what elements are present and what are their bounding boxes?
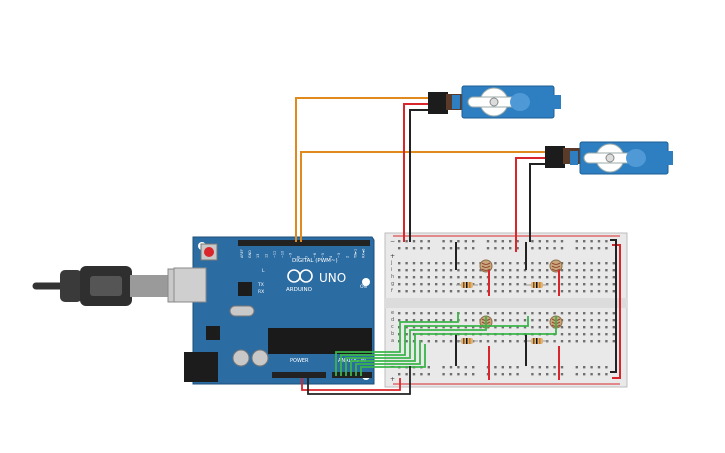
row-letter: j — [390, 260, 392, 266]
digital-pin-label: ~11 — [272, 251, 276, 258]
digital-pin-label: TX►1 — [353, 249, 357, 259]
row-letter: h — [391, 274, 394, 280]
model-label: UNO — [319, 271, 346, 285]
photoresistor — [549, 259, 563, 273]
led-label-rx: RX — [258, 289, 264, 295]
row-letter: e — [391, 310, 394, 316]
row-letter: d — [391, 317, 394, 323]
digital-pin-label: ~6 — [313, 253, 317, 258]
led-label-tx: TX — [257, 282, 264, 288]
row-letter: a — [391, 338, 394, 344]
digital-pin-label: AREF — [240, 249, 244, 258]
row-letter: i — [391, 267, 392, 273]
digital-pin-label: 7 — [305, 256, 309, 258]
digital-header — [238, 240, 370, 246]
digital-pin-label: RX◄0 — [362, 249, 366, 258]
digital-pin-label: ~5 — [321, 253, 325, 258]
digital-pin-label: ~3 — [337, 253, 341, 258]
digital-pin-label: 4 — [329, 256, 333, 258]
breadboard-jumpers — [455, 239, 621, 380]
resistors — [456, 282, 548, 344]
servo-right[interactable] — [545, 141, 673, 175]
on-label: ON — [360, 284, 367, 290]
row-letter: c — [391, 324, 394, 330]
digital-pin-label: GND — [248, 250, 252, 258]
led-label-l: L — [262, 268, 265, 274]
atmega-chip — [268, 328, 372, 354]
servo-wires — [295, 97, 545, 242]
analog-wires — [335, 312, 557, 376]
minus-label-top: − — [390, 238, 395, 245]
resistor — [456, 338, 478, 344]
digital-pin-label: 13 — [256, 254, 260, 258]
arduino-board[interactable]: DIGITAL (PWM~) UNO ARDUINO POWER ANALOG … — [173, 236, 375, 385]
servo-top[interactable] — [428, 85, 561, 119]
digital-pin-label: 12 — [264, 254, 268, 258]
resistor — [456, 282, 478, 288]
arduino-logo-icon — [287, 269, 313, 283]
power-label: POWER — [290, 358, 309, 364]
digital-pin-label: 2 — [345, 256, 349, 258]
power-wires — [301, 366, 411, 395]
plus-label-top: + — [390, 253, 395, 260]
digital-pin-label: ~10 — [281, 251, 285, 258]
digital-label: DIGITAL (PWM~) — [292, 258, 338, 264]
brand-label: ARDUINO — [286, 287, 313, 293]
resistor — [526, 282, 548, 288]
dc-jack — [184, 352, 218, 382]
digital-pin-labels: AREF GND 13 12 ~11 ~10 ~9 8 7 ~6 ~5 4 ~3 2 TX►1 RX◄0 — [240, 249, 366, 259]
analog-header — [332, 372, 372, 378]
row-letter: f — [391, 288, 393, 294]
power-header — [272, 372, 326, 378]
resistor — [526, 338, 548, 344]
digital-pin-label: 8 — [297, 256, 301, 258]
row-letter: b — [391, 331, 394, 337]
digital-pin-label: ~9 — [289, 253, 293, 258]
row-letter: g — [391, 281, 394, 287]
photoresistor — [479, 259, 493, 273]
plus-label-bottom: + — [390, 376, 395, 383]
